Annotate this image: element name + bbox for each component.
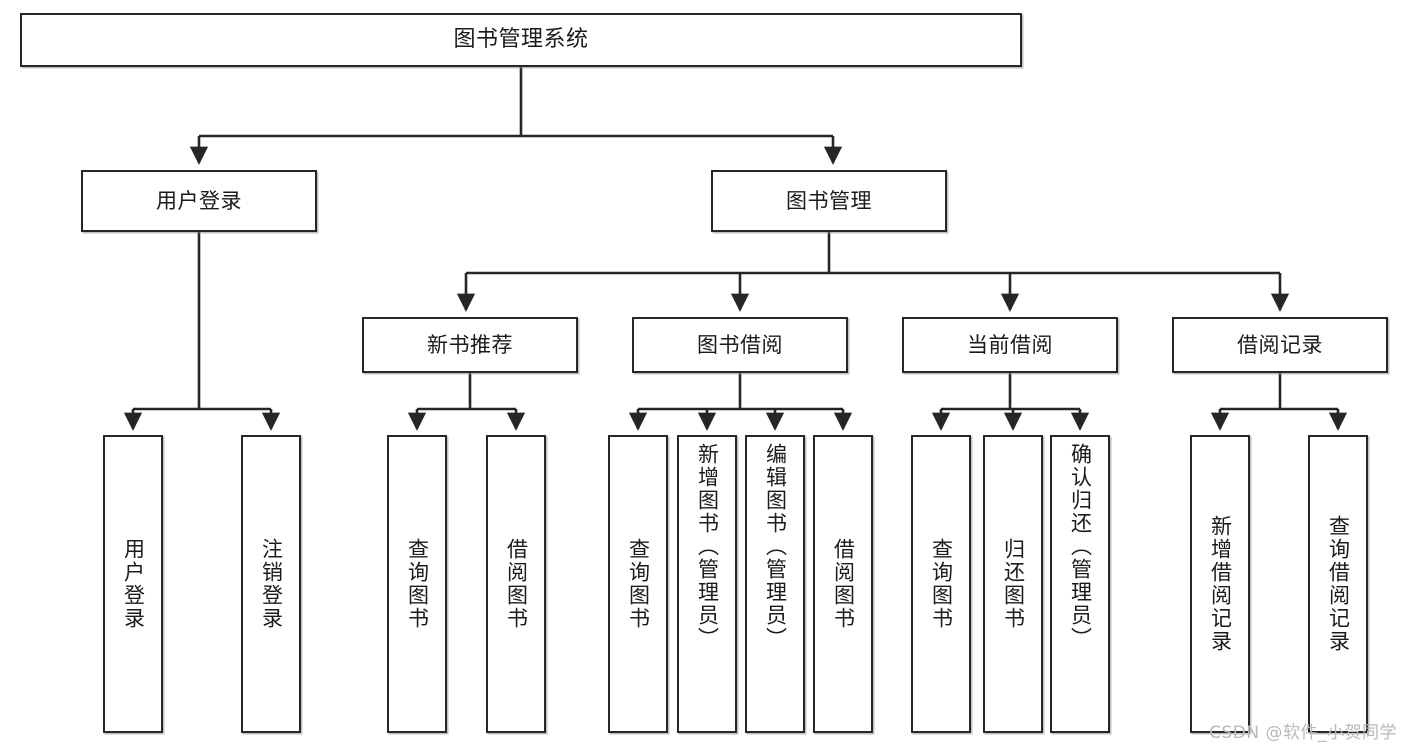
leaf-query-book-2-label: 查询图书 (626, 538, 651, 630)
leaf-query-book-1[interactable]: 查询图书 (387, 435, 447, 733)
leaf-return-book[interactable]: 归还图书 (983, 435, 1043, 733)
leaf-edit-book[interactable]: 编辑图书（管理员） (745, 435, 805, 733)
leaf-edit-book-label: 编辑图书（管理员） (763, 443, 788, 650)
leaf-borrow-book-1-label: 借阅图书 (504, 538, 529, 630)
node-new-book-recommend-label: 新书推荐 (427, 332, 513, 357)
leaf-query-record[interactable]: 查询借阅记录 (1308, 435, 1368, 733)
node-current-borrow-label: 当前借阅 (967, 332, 1053, 357)
leaf-add-book-label: 新增图书（管理员） (695, 443, 720, 650)
leaf-return-book-label: 归还图书 (1001, 538, 1026, 630)
node-root[interactable]: 图书管理系统 (20, 13, 1022, 67)
leaf-borrow-book-2[interactable]: 借阅图书 (813, 435, 873, 733)
leaf-add-record[interactable]: 新增借阅记录 (1190, 435, 1250, 733)
leaf-borrow-book-2-label: 借阅图书 (831, 538, 856, 630)
node-book-borrow-label: 图书借阅 (697, 332, 783, 357)
leaf-user-login-label: 用户登录 (121, 538, 146, 630)
leaf-user-logout[interactable]: 注销登录 (241, 435, 301, 733)
node-book-manage-label: 图书管理 (786, 188, 872, 213)
node-root-label: 图书管理系统 (453, 27, 589, 53)
node-book-manage[interactable]: 图书管理 (711, 170, 947, 232)
node-user-login[interactable]: 用户登录 (81, 170, 317, 232)
leaf-query-book-2[interactable]: 查询图书 (608, 435, 668, 733)
node-borrow-record[interactable]: 借阅记录 (1172, 317, 1388, 373)
node-user-login-label: 用户登录 (156, 188, 242, 213)
leaf-user-logout-label: 注销登录 (259, 538, 284, 630)
leaf-query-record-label: 查询借阅记录 (1326, 515, 1351, 653)
leaf-confirm-return-label: 确认归还（管理员） (1068, 443, 1093, 650)
leaf-borrow-book-1[interactable]: 借阅图书 (486, 435, 546, 733)
leaf-add-book[interactable]: 新增图书（管理员） (677, 435, 737, 733)
leaf-user-login[interactable]: 用户登录 (103, 435, 163, 733)
node-book-borrow[interactable]: 图书借阅 (632, 317, 848, 373)
leaf-query-book-3[interactable]: 查询图书 (911, 435, 971, 733)
leaf-add-record-label: 新增借阅记录 (1208, 515, 1233, 653)
csdn-watermark: CSDN @软件_小贺同学 (1209, 723, 1397, 743)
leaf-confirm-return[interactable]: 确认归还（管理员） (1050, 435, 1110, 733)
node-new-book-recommend[interactable]: 新书推荐 (362, 317, 578, 373)
leaf-query-book-3-label: 查询图书 (929, 538, 954, 630)
node-borrow-record-label: 借阅记录 (1237, 332, 1323, 357)
leaf-query-book-1-label: 查询图书 (405, 538, 430, 630)
node-current-borrow[interactable]: 当前借阅 (902, 317, 1118, 373)
